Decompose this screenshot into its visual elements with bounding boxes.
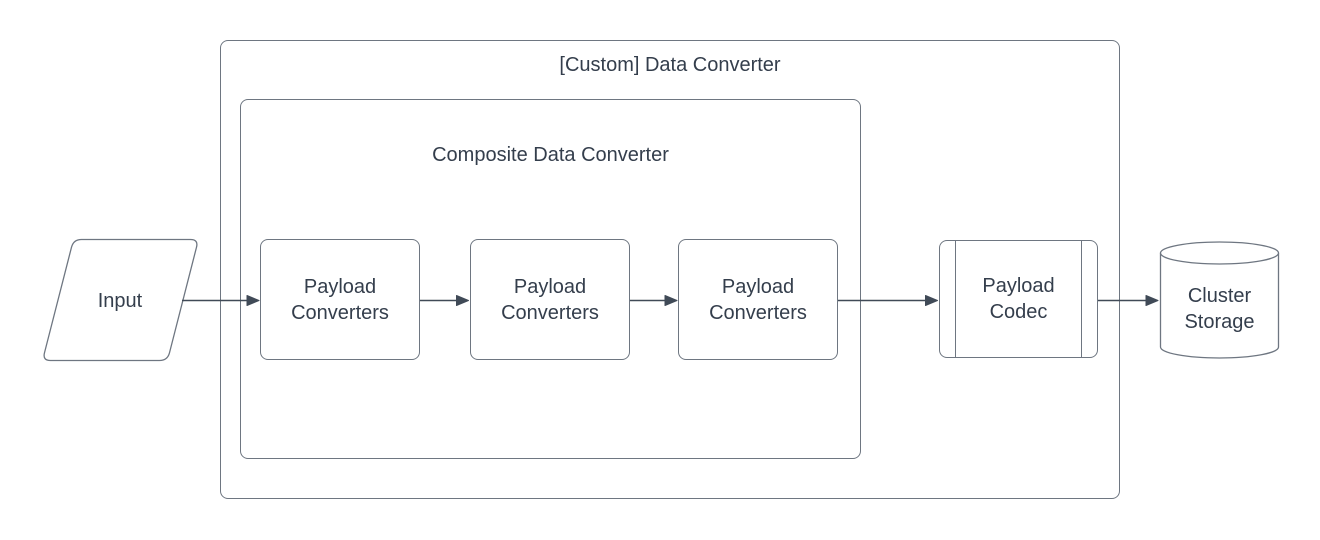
- payload-codec-label: Payload Codec: [982, 275, 1055, 323]
- payload-converters-label-3: Payload Converters: [709, 275, 807, 324]
- composite-data-converter-label: Composite Data Converter: [432, 144, 669, 166]
- predefined-process-right-bar: [1081, 241, 1082, 357]
- cylinder-top-ellipse: [1159, 241, 1280, 265]
- input-label: Input: [97, 289, 143, 312]
- payload-converters-box-1: Payload Converters: [260, 239, 420, 360]
- custom-data-converter-container: [Custom] Data Converter: [220, 40, 1120, 499]
- custom-data-converter-label: [Custom] Data Converter: [559, 54, 781, 76]
- payload-converters-box-3: Payload Converters: [678, 239, 838, 360]
- payload-codec-box: Payload Codec: [939, 240, 1098, 358]
- composite-data-converter-container: Composite Data Converter: [240, 99, 861, 459]
- payload-converters-label-2: Payload Converters: [501, 275, 599, 324]
- payload-converters-label-1: Payload Converters: [291, 275, 389, 324]
- cluster-storage-label: Cluster Storage: [1184, 285, 1255, 333]
- predefined-process-left-bar: [955, 241, 956, 357]
- payload-converters-box-2: Payload Converters: [470, 239, 630, 360]
